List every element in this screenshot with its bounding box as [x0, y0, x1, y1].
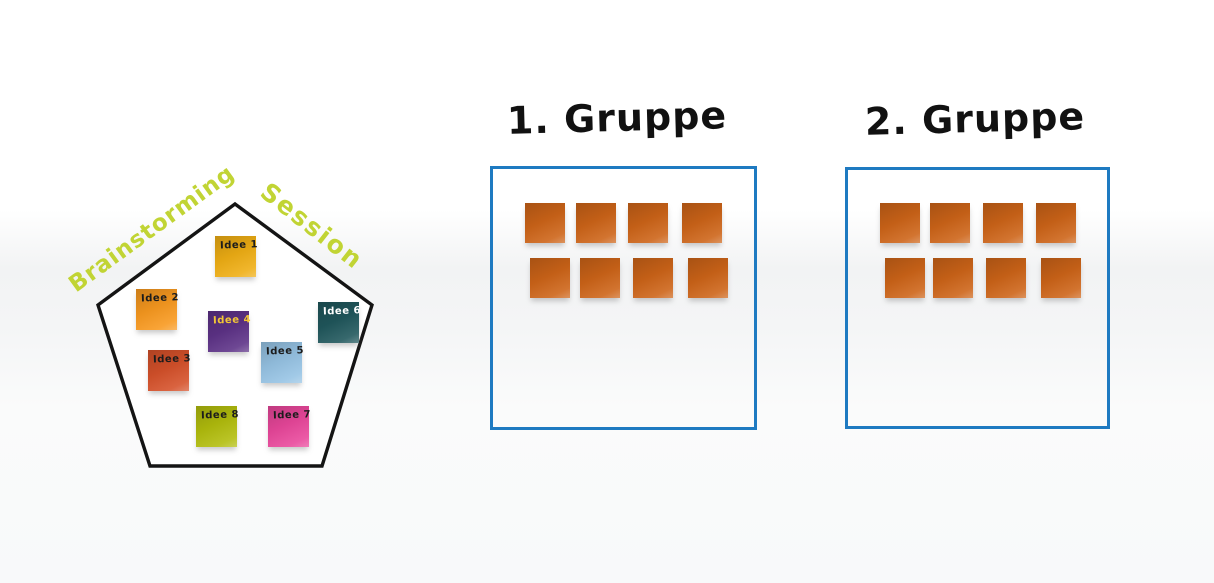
sticky-note-idee-3[interactable]: Idee 3 [148, 350, 192, 391]
group-2-title[interactable]: 2. Gruppe [864, 94, 1086, 144]
sticky-note-idee-8[interactable]: Idee 8 [196, 406, 240, 447]
sticky-note-label: Idee 4 [212, 314, 252, 327]
sticky-note-label: Idee 7 [272, 409, 312, 422]
group-1-frame[interactable] [490, 166, 757, 430]
sticky-note-orange[interactable] [1036, 203, 1076, 243]
sticky-note-orange[interactable] [525, 203, 565, 243]
sticky-note-orange[interactable] [682, 203, 722, 243]
sticky-note-orange[interactable] [688, 258, 728, 298]
group-2-frame[interactable] [845, 167, 1110, 429]
sticky-note-idee-1[interactable]: Idee 1 [215, 236, 259, 277]
sticky-note-orange[interactable] [530, 258, 570, 298]
sticky-note-label: Idee 1 [219, 239, 259, 252]
sticky-note-idee-7[interactable]: Idee 7 [268, 406, 312, 447]
sticky-note-idee-4[interactable]: Idee 4 [208, 311, 252, 352]
sticky-note-orange[interactable] [986, 258, 1026, 298]
sticky-note-orange[interactable] [628, 203, 668, 243]
sticky-note-orange[interactable] [580, 258, 620, 298]
sticky-note-idee-6[interactable]: Idee 6 [318, 302, 362, 343]
sticky-note-label: Idee 5 [265, 345, 305, 358]
sticky-note-label: Idee 8 [200, 409, 240, 422]
sticky-note-orange[interactable] [633, 258, 673, 298]
sticky-note-idee-5[interactable]: Idee 5 [261, 342, 305, 383]
sticky-note-label: Idee 6 [322, 305, 362, 318]
sticky-note-orange[interactable] [576, 203, 616, 243]
sticky-note-orange[interactable] [1041, 258, 1081, 298]
sticky-note-orange[interactable] [885, 258, 925, 298]
sticky-note-label: Idee 2 [140, 292, 180, 305]
sticky-note-orange[interactable] [880, 203, 920, 243]
sticky-note-orange[interactable] [933, 258, 973, 298]
sticky-note-idee-2[interactable]: Idee 2 [136, 289, 180, 330]
sticky-note-orange[interactable] [983, 203, 1023, 243]
group-1-title[interactable]: 1. Gruppe [506, 93, 728, 143]
sticky-note-orange[interactable] [930, 203, 970, 243]
sticky-note-label: Idee 3 [152, 353, 192, 366]
